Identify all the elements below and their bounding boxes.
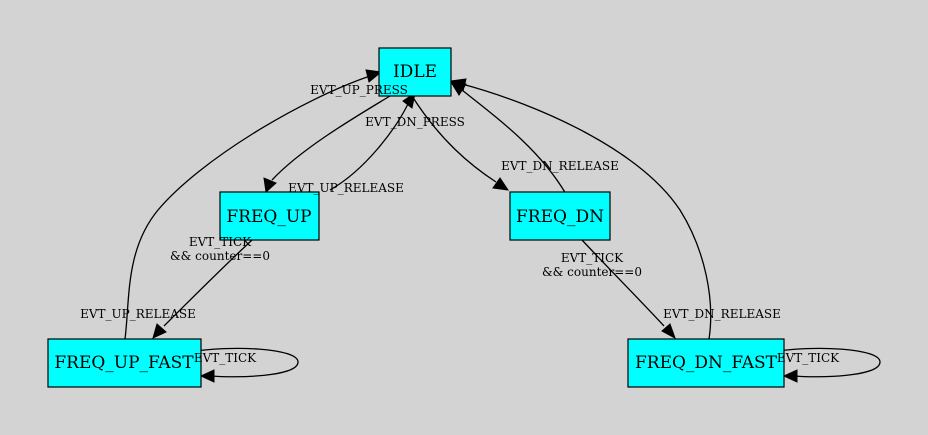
edge-label-idle-to-freq-dn: EVT_DN_PRESS [365,115,465,129]
edge-label-idle-to-freq-up: EVT_UP_PRESS [310,83,408,97]
node-freq-up-fast[interactable]: FREQ_UP_FAST [47,338,202,388]
edge-idle-to-freq-dn [411,95,510,191]
edge-up-fast-to-idle [124,69,383,340]
node-freq-dn-label: FREQ_DN [516,207,604,227]
node-freq-up-fast-label: FREQ_UP_FAST [54,353,194,373]
node-freq-dn-fast-label: FREQ_DN_FAST [635,353,778,373]
edge-label-up-tick-line2: && counter==0 [170,249,270,263]
edge-label-freq-up-to-idle: EVT_UP_RELEASE [288,181,404,195]
node-freq-dn[interactable]: FREQ_DN [509,191,611,241]
edge-dn-fast-self-loop [771,347,881,383]
node-idle-label: IDLE [393,62,437,82]
edge-label-dn-fast-self: EVT_TICK [777,351,840,365]
node-freq-up[interactable]: FREQ_UP [219,191,320,241]
edge-up-fast-self-loop [189,347,299,383]
edge-idle-to-freq-up [263,95,391,193]
edge-freq-up-to-up-fast [152,239,253,339]
edge-freq-dn-to-dn-fast [581,239,676,340]
node-freq-up-label: FREQ_UP [226,207,311,227]
node-idle[interactable]: IDLE [378,47,452,97]
edge-dn-fast-to-idle [449,78,712,340]
node-freq-dn-fast[interactable]: FREQ_DN_FAST [627,338,785,388]
edge-label-freq-dn-to-idle: EVT_DN_RELEASE [501,159,619,173]
edge-label-up-fast-to-idle: EVT_UP_RELEASE [80,307,196,321]
edge-label-up-tick-line1: EVT_TICK [189,235,252,249]
edge-label-dn-fast-to-idle: EVT_DN_RELEASE [663,307,781,321]
edge-label-dn-tick-line2: && counter==0 [542,265,642,279]
edge-label-dn-tick-line1: EVT_TICK [561,251,624,265]
edge-label-up-fast-self: EVT_TICK [194,351,257,365]
